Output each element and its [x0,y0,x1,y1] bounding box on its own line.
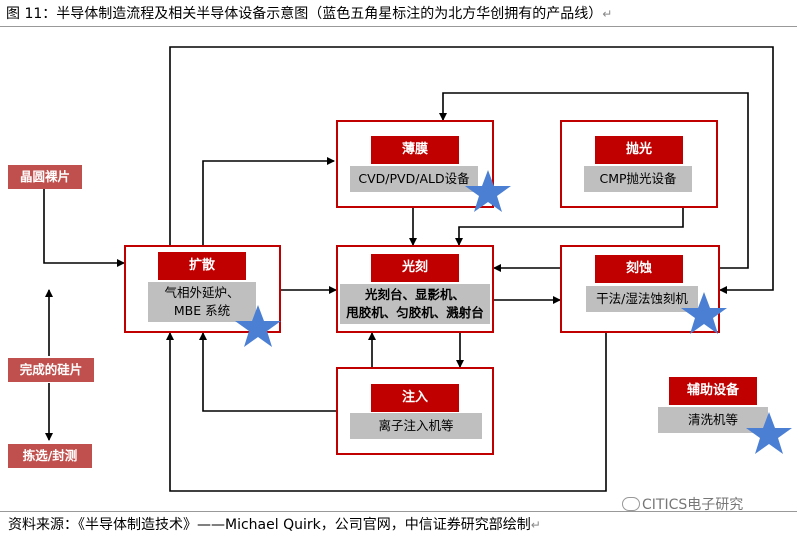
star-icon-film [465,170,511,212]
arrow-etch-film [439,92,749,269]
return-mark: ↵ [602,7,613,21]
box-film [336,120,494,208]
box-cmp [560,120,718,208]
header-etch: 刻蚀 [595,255,683,283]
header-lithography: 光刻 [371,254,459,282]
equip-cmp: CMP抛光设备 [584,166,692,192]
header-cmp: 抛光 [595,136,683,164]
arrow-loop-top [169,46,774,294]
top-rule [0,26,797,27]
tag-finished-wafer: 完成的硅片 [8,358,94,382]
source-text: 资料来源：《半导体制造技术》——Michael Quirk，公司官网，中信证券研… [8,517,531,533]
equip-implant: 离子注入机等 [350,413,482,439]
equip-film: CVD/PVD/ALD设备 [350,166,478,192]
tag-wafer: 晶圆裸片 [8,165,82,189]
source-note: 资料来源：《半导体制造技术》——Michael Quirk，公司官网，中信证券研… [8,514,541,534]
arrow-wafer-diffusion [40,182,125,267]
star-icon-etch [681,292,727,334]
arrow-loop-bottom [166,332,607,492]
figure-title: 图 11：半导体制造流程及相关半导体设备示意图（蓝色五角星标注的为北方华创拥有的… [6,4,612,24]
header-aux-equipment: 辅助设备 [669,377,757,405]
star-icon-diffusion [235,305,281,347]
equip-diffusion: 气相外延炉、 MBE 系统 [148,282,256,322]
return-mark-source: ↵ [530,518,541,532]
figure-title-text: 图 11：半导体制造流程及相关半导体设备示意图（蓝色五角星标注的为北方华创拥有的… [6,6,603,22]
header-film: 薄膜 [371,136,459,164]
equip-lithography: 光刻台、显影机、 甩胶机、匀胶机、溅射台 [340,284,490,324]
star-icon-aux [746,412,792,454]
arrow-implant-diffusion [199,332,336,412]
equip-etch: 干法/湿法蚀刻机 [586,286,698,312]
watermark: CITICS电子研究 [622,494,743,514]
arrow-diffusion-film [199,157,335,252]
wechat-icon [622,497,640,511]
header-implant: 注入 [371,384,459,412]
header-diffusion: 扩散 [158,252,246,280]
watermark-text: CITICS电子研究 [642,497,744,513]
arrow-cmp-litho [455,208,684,246]
bottom-rule [0,511,797,512]
tag-sort-package: 拣选/封测 [8,444,92,468]
